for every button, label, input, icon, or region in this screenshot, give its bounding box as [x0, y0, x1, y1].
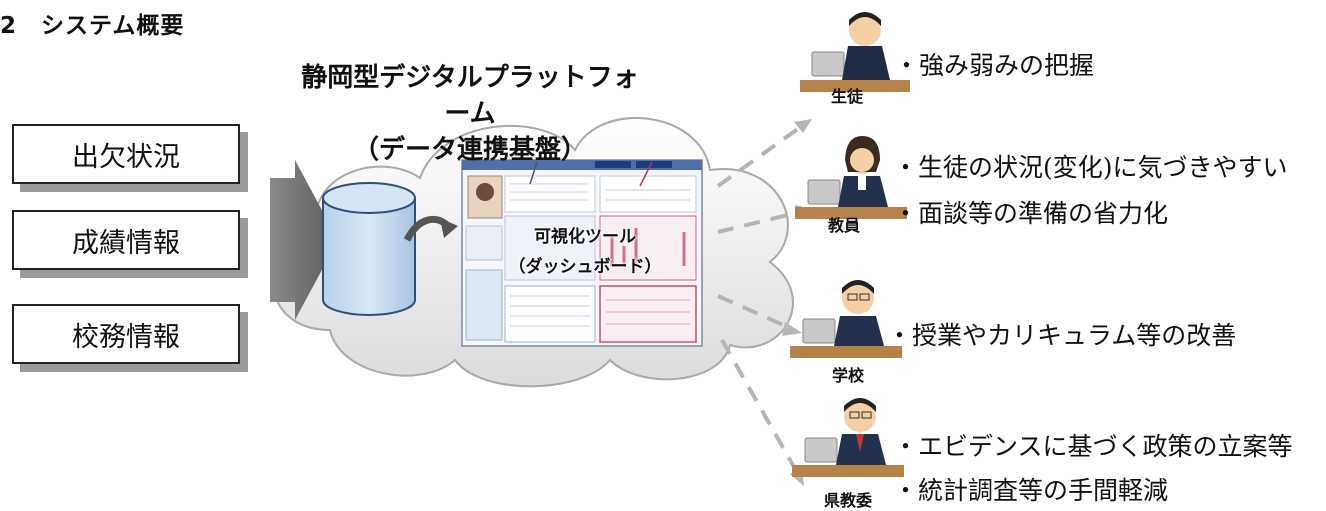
data-source-label: 成績情報: [72, 227, 180, 259]
prefecture-board-icon: [792, 398, 904, 477]
data-source-school-affairs: 校務情報: [12, 304, 240, 364]
data-source-label: 出欠状況: [72, 141, 180, 173]
curved-arrow-icon: [403, 215, 458, 242]
data-source-attendance: 出欠状況: [12, 124, 240, 184]
student-icon: [800, 12, 910, 92]
data-source-label: 校務情報: [72, 321, 180, 353]
benefit-school-1: ・授業やカリキュラム等の改善: [887, 321, 1237, 350]
role-label-prefecture-board: 県教委: [824, 491, 873, 510]
teacher-icon: [795, 136, 907, 219]
data-source-grades: 成績情報: [12, 210, 240, 270]
database-icon: [322, 182, 416, 316]
benefit-prefecture-1: ・エビデンスに基づく政策の立案等: [893, 432, 1293, 461]
platform-title-line1: 静岡型デジタルプラットフォーム: [301, 63, 639, 129]
benefit-teacher-2: ・面談等の準備の省力化: [893, 199, 1169, 228]
section-title: 2 システム概要: [0, 13, 185, 39]
dashed-arrows: [716, 124, 804, 475]
dashboard-label: 可視化ツール （ダッシュボード）: [490, 222, 680, 282]
dashboard-screenshot: [461, 159, 703, 347]
benefit-prefecture-2: ・統計調査等の手間軽減: [893, 476, 1169, 505]
platform-title: 静岡型デジタルプラットフォーム （データ連携基盤）: [290, 60, 650, 168]
dashboard-label-line2: （ダッシュボード）: [508, 257, 662, 277]
benefit-teacher-1: ・生徒の状況(変化)に気づきやすい: [893, 153, 1288, 182]
benefit-student-1: ・強み弱みの把握: [894, 51, 1095, 80]
role-label-student: 生徒: [831, 87, 864, 106]
input-arrow: [270, 160, 338, 320]
dashboard-label-line1: 可視化ツール: [534, 227, 636, 247]
school-icon: [790, 280, 902, 358]
role-label-school: 学校: [832, 366, 865, 385]
platform-title-line2: （データ連携基盤）: [352, 135, 587, 165]
role-label-teacher: 教員: [828, 216, 861, 235]
